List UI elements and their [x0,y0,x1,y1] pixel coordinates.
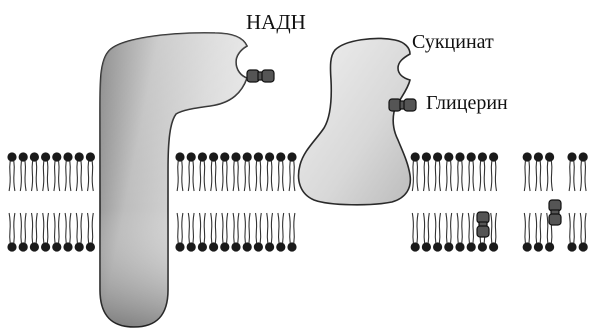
nadh-label: НАДН [246,10,306,35]
lipid-molecule [19,152,28,191]
lipid-molecule [187,152,196,191]
succinate-dehydrogenase-protein [299,38,411,204]
lipid-molecule [489,213,498,252]
nadh-dehydrogenase-protein [100,33,247,327]
lipid-molecule [175,152,184,191]
lipid-molecule [276,213,285,252]
lipid-molecule [209,152,218,191]
lipid-molecule [545,152,554,191]
lipid-molecule [523,213,532,252]
lipid-molecule [254,213,263,252]
lipid-molecule [7,152,16,191]
lipid-molecule [444,213,453,252]
lipid-molecule [411,152,420,191]
lipid-molecule [455,213,464,252]
lipid-bilayer [7,152,587,251]
lipid-molecule [243,213,252,252]
lipid-molecule [579,152,588,191]
membrane-molecule-icon [477,212,489,237]
lipid-molecule [41,152,50,191]
lipid-molecule [567,213,576,252]
lipid-molecule [7,213,16,252]
lipid-molecule [86,213,95,252]
lipid-molecule [422,152,431,191]
lipid-molecule [534,213,543,252]
lipid-molecule [41,213,50,252]
lipid-molecule [52,152,61,191]
lipid-molecule [567,152,576,191]
lipid-molecule [276,152,285,191]
lipid-molecule [231,152,240,191]
lipid-molecule [534,152,543,191]
lipid-molecule [444,152,453,191]
lipid-molecule [175,213,184,252]
lipid-molecule [198,152,207,191]
lipid-molecule [579,213,588,252]
glycerol-molecule-icon [389,99,416,111]
lipid-molecule [467,213,476,252]
lipid-molecule [489,152,498,191]
lipid-molecule [209,213,218,252]
glycerol-label: Глицерин [426,92,508,115]
lipid-molecule [63,213,72,252]
lipid-molecule [523,152,532,191]
lipid-molecule [287,213,296,252]
lipid-molecule [63,152,72,191]
membrane-molecule-icon [549,200,561,225]
lipid-molecule [467,152,476,191]
lipid-molecule [231,213,240,252]
succinate-label: Сукцинат [412,31,494,54]
lipid-molecule [422,213,431,252]
lipid-molecule [287,152,296,191]
lipid-molecule [478,152,487,191]
lipid-molecule [265,152,274,191]
lipid-molecule [243,152,252,191]
lipid-molecule [433,213,442,252]
lipid-molecule [75,152,84,191]
lipid-molecule [187,213,196,252]
lipid-molecule [254,152,263,191]
lipid-molecule [75,213,84,252]
lipid-molecule [30,152,39,191]
lipid-molecule [30,213,39,252]
lipid-molecule [52,213,61,252]
lipid-molecule [86,152,95,191]
lipid-molecule [198,213,207,252]
lipid-molecule [433,152,442,191]
lipid-molecule [19,213,28,252]
lipid-molecule [411,213,420,252]
lipid-molecule [220,152,229,191]
lipid-molecule [220,213,229,252]
lipid-molecule [455,152,464,191]
lipid-molecule [265,213,274,252]
nadh-molecule-icon [247,70,274,82]
